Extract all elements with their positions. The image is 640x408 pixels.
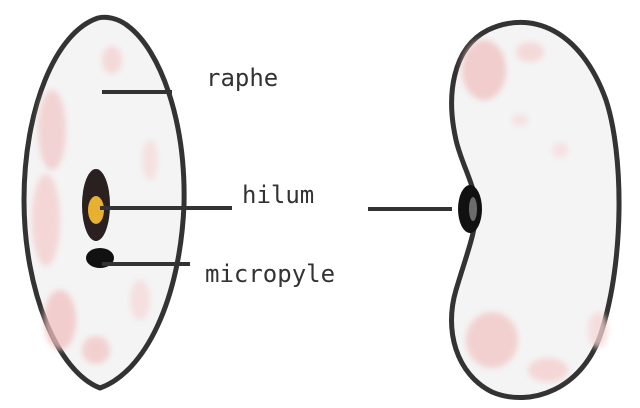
hilum-mark-edge xyxy=(82,169,110,241)
seed-edge-view xyxy=(24,17,184,388)
raphe-label: raphe xyxy=(206,64,278,92)
hilum-mark-side xyxy=(458,185,482,233)
hilum-label: hilum xyxy=(242,181,314,209)
micropyle-label: micropyle xyxy=(205,260,335,288)
seed-side-view xyxy=(452,22,620,397)
